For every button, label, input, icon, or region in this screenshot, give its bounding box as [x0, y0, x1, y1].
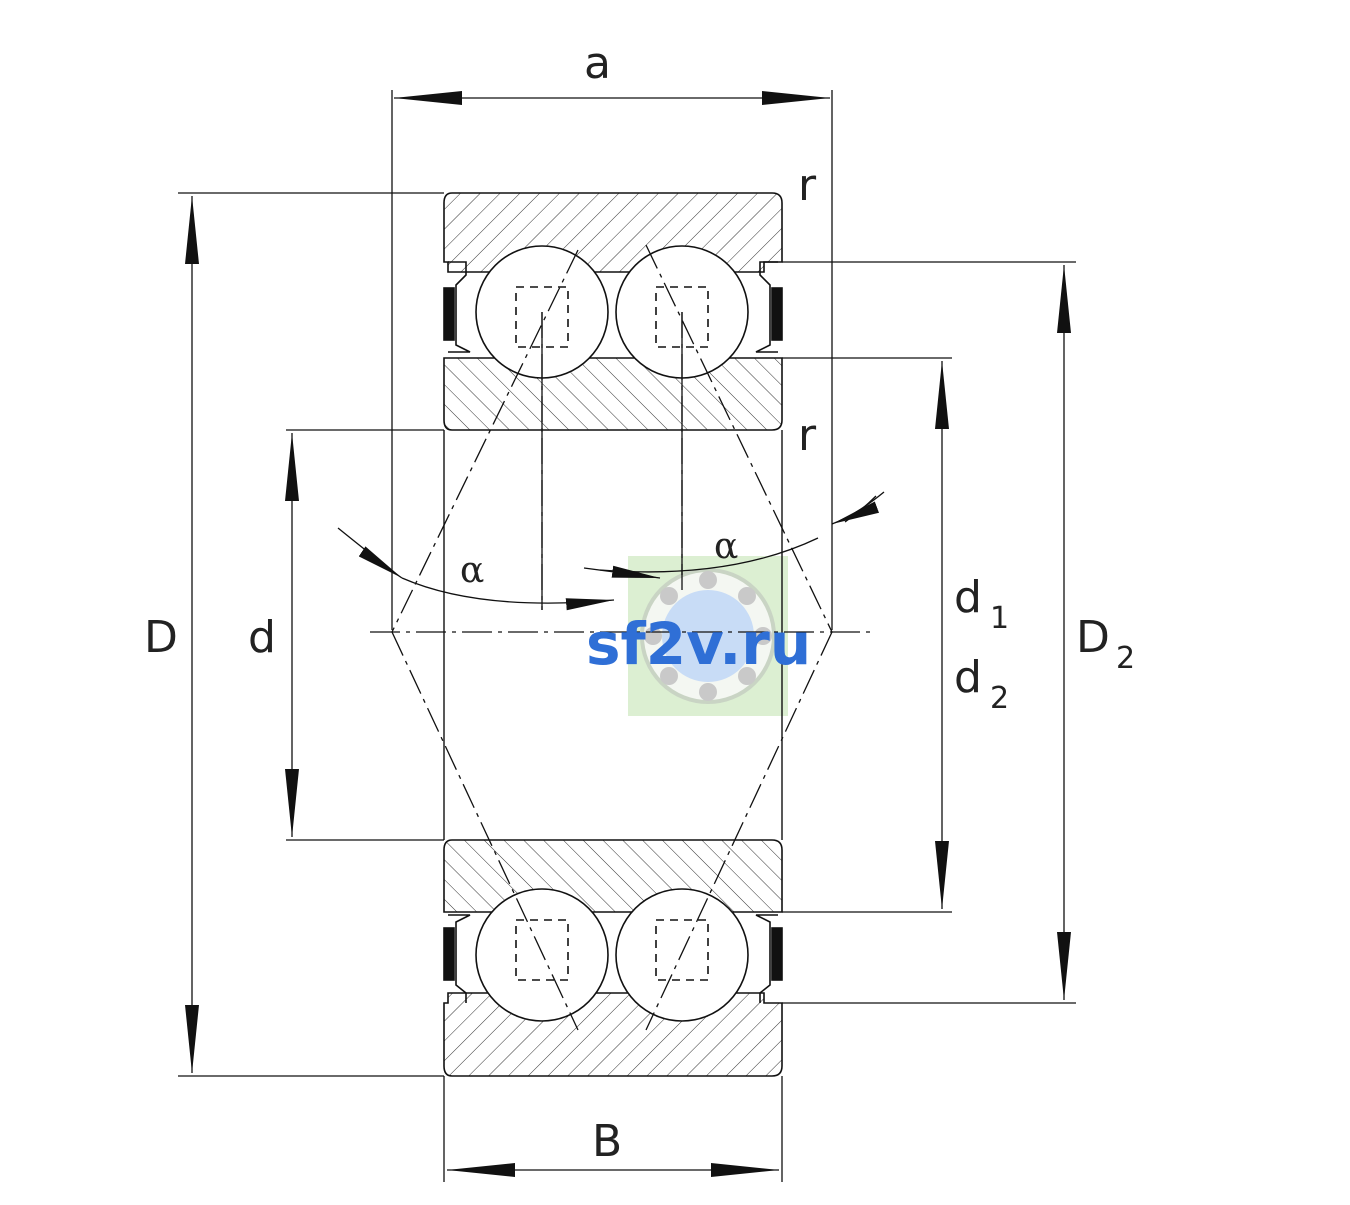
label-d2-subscript: 2 — [990, 681, 1009, 716]
label-D2-subscript: 2 — [1116, 641, 1135, 676]
label-D: D — [144, 612, 178, 663]
label-alpha-right: α — [714, 526, 738, 567]
label-d2: d — [954, 652, 982, 703]
outer-ring-upper — [443, 192, 783, 273]
bearing-logo-icon — [640, 568, 776, 704]
seal-lower-left — [443, 927, 455, 981]
inner-ring-lower — [443, 839, 783, 913]
lower-section — [443, 839, 783, 1077]
angle-arcs — [337, 491, 885, 611]
label-B: B — [592, 1116, 622, 1167]
label-D2: D — [1076, 612, 1110, 663]
center-verticals — [541, 312, 683, 610]
label-d: d — [248, 612, 276, 663]
outer-ring-lower — [443, 992, 783, 1077]
label-alpha-left: α — [460, 550, 484, 591]
dimension-lines — [178, 90, 1076, 1182]
seal-upper-right — [771, 287, 783, 341]
seal-lower-right — [771, 927, 783, 981]
label-d1: d — [954, 572, 982, 623]
label-r-top: r — [798, 160, 817, 211]
label-d1-subscript: 1 — [990, 601, 1009, 636]
ball-lower-right — [615, 888, 749, 1022]
watermark-text: sf2v.ru — [586, 610, 811, 678]
label-r-mid: r — [798, 410, 817, 461]
inner-ring-upper — [443, 357, 783, 431]
ball-lower-left — [475, 888, 609, 1022]
bore-lines — [443, 430, 783, 840]
seal-upper-left — [443, 287, 455, 341]
dimension-arrows — [185, 90, 1071, 1177]
upper-section — [443, 192, 783, 431]
watermark — [628, 556, 788, 716]
label-a: a — [584, 38, 611, 89]
